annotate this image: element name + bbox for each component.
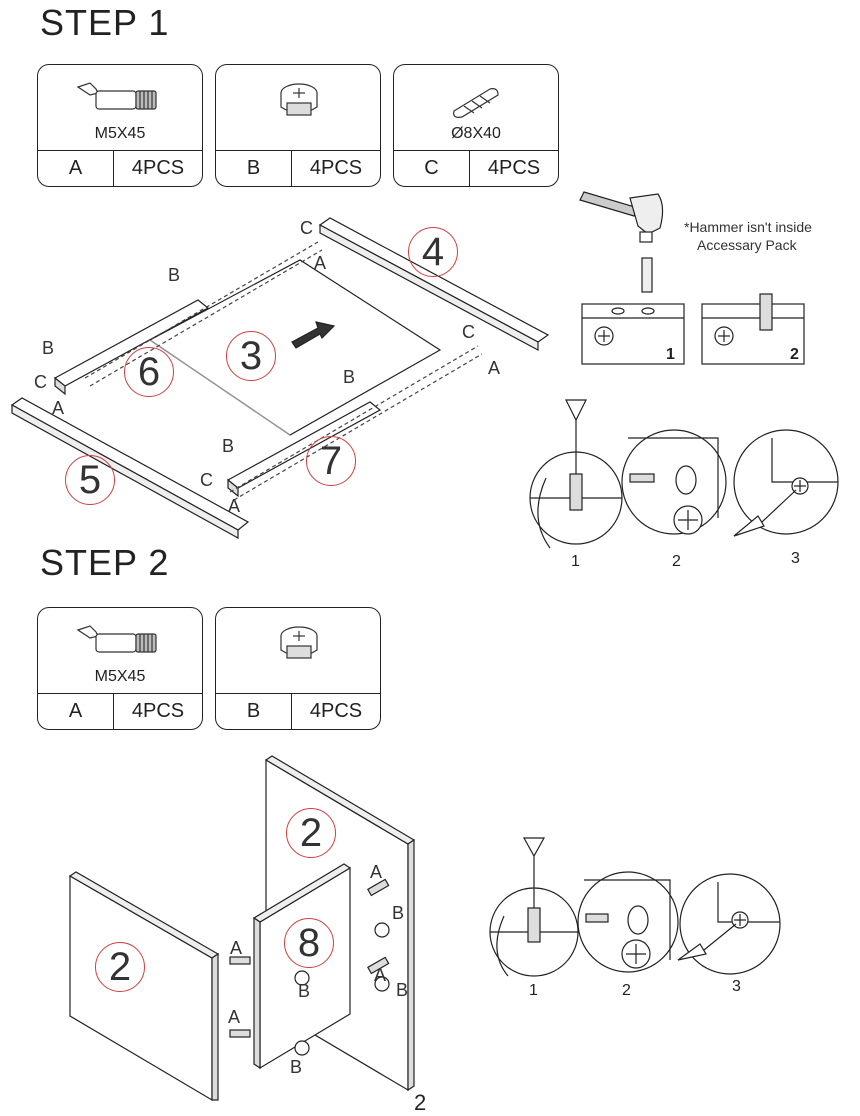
step2-part-b-qty: 4PCS	[309, 700, 363, 722]
step2-part-b-letter: B	[216, 694, 292, 729]
label-a-bottom: A	[228, 496, 241, 516]
label-b-left: B	[42, 338, 55, 358]
hammer-step-1: 1	[666, 346, 675, 363]
panel-3-marker: 3	[226, 331, 276, 381]
part-box-a-step2: M5X45 A 4PCS	[37, 607, 203, 730]
step2-label-a-4: A	[228, 1007, 241, 1027]
cam-lock-icon	[280, 626, 318, 659]
panel-4-marker: 4	[408, 227, 458, 277]
step2-label-b-2: B	[396, 980, 409, 1000]
dowel-insert-diagram	[581, 293, 805, 365]
cam-lock-icon	[280, 83, 318, 116]
step2-part-a-letter: A	[38, 694, 114, 729]
cam-lock-steps-diagram-2	[489, 837, 781, 977]
step2-label-b-3: B	[298, 981, 311, 1001]
cam-step1-num-1: 1	[571, 553, 580, 570]
panel-2-front-marker: 2	[95, 942, 145, 992]
page-number: 2	[414, 1090, 427, 1115]
part-box-b-step2: B 4PCS	[215, 607, 381, 730]
hammer-note-line1: *Hammer isn't inside	[684, 219, 812, 235]
label-c-left: C	[34, 372, 47, 392]
part-box-b: B 4PCS	[215, 64, 381, 187]
label-c-top: C	[300, 218, 313, 238]
cam-step2-num-1: 1	[529, 982, 538, 999]
label-b-mid: B	[343, 367, 356, 387]
cam-step1-num-3: 3	[791, 550, 800, 567]
hammer-note-line2: Accessary Pack	[697, 237, 797, 253]
part-a-letter: A	[38, 151, 114, 186]
label-a-left: A	[52, 398, 65, 418]
hammer-step-2: 2	[790, 346, 799, 363]
step2-assembly-drawing	[68, 755, 416, 1102]
cam-step2-num-3: 3	[732, 978, 741, 995]
part-c-qty: 4PCS	[487, 157, 541, 179]
part-a-name: M5X45	[94, 125, 146, 142]
cam-step2-num-2: 2	[622, 982, 631, 999]
cam-bolt-icon	[76, 625, 157, 653]
label-b-top: B	[168, 265, 181, 285]
step1-assembly-drawing	[10, 217, 550, 540]
step2-title: STEP 2	[40, 542, 170, 583]
cam-step1-num-2: 2	[672, 553, 681, 570]
label-a-right: A	[488, 358, 501, 378]
part-b-qty: 4PCS	[309, 157, 363, 179]
panel-6-marker: 6	[124, 347, 174, 397]
panel-7-marker: 7	[306, 436, 356, 486]
step2-label-b-1: B	[392, 903, 405, 923]
part-b-letter: B	[216, 151, 292, 186]
label-b-bottom: B	[222, 436, 235, 456]
panel-8-marker: 8	[284, 918, 334, 968]
part-c-letter: C	[394, 151, 470, 186]
cam-lock-steps-diagram-1	[529, 399, 839, 549]
part-box-a: M5X45 A 4PCS	[37, 64, 203, 187]
step1-title: STEP 1	[40, 2, 170, 43]
label-a-top: A	[314, 253, 327, 273]
cam-bolt-icon	[76, 82, 157, 110]
step2-label-a-1: A	[370, 862, 383, 882]
part-a-qty: 4PCS	[131, 157, 185, 179]
step2-part-a-qty: 4PCS	[131, 700, 185, 722]
part-c-name: Ø8X40	[451, 125, 501, 142]
part-box-c: Ø8X40 C 4PCS	[393, 64, 559, 187]
step2-label-b-4: B	[290, 1057, 303, 1077]
step2-part-a-name: M5X45	[94, 668, 146, 685]
label-c-right: C	[462, 322, 475, 342]
label-c-bottom: C	[200, 470, 213, 490]
step2-label-a-3: A	[374, 965, 387, 985]
panel-5-marker: 5	[65, 455, 115, 505]
panel-2-back-marker: 2	[286, 808, 336, 858]
wood-dowel-icon	[453, 88, 499, 118]
hammer-icon	[579, 191, 664, 293]
step2-label-a-2: A	[230, 938, 243, 958]
